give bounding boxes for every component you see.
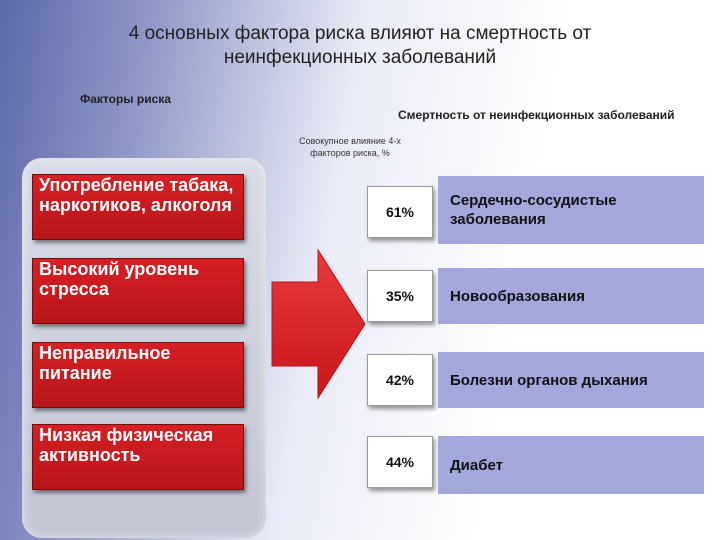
slide-title: 4 основных фактора риска влияют на смерт… (128, 23, 592, 68)
percent-cardiovascular: 61% (367, 186, 433, 238)
outcome-cardiovascular: Сердечно-сосудистые заболевания (438, 176, 704, 244)
percent-diabetes: 44% (367, 436, 433, 488)
outcome-respiratory: Болезни органов дыхания (438, 352, 704, 408)
percent-neoplasms: 35% (367, 270, 433, 322)
mortality-heading: Смертность от неинфекционных заболеваний (398, 108, 675, 122)
outcome-diabetes: Диабет (438, 436, 704, 494)
risk-factor-stress: Высокий уровень стресса (32, 258, 244, 324)
combined-effect-label: Совокупное влияние 4-х факторов риска, % (299, 136, 401, 158)
arrow-right-icon (271, 248, 366, 400)
outcome-neoplasms: Новообразования (438, 268, 704, 324)
percent-respiratory: 42% (367, 354, 433, 406)
risk-factors-heading: Факторы риска (80, 92, 171, 106)
risk-factor-tobacco: Употребление табака, наркотиков, алкогол… (32, 174, 244, 240)
risk-factor-diet: Неправильное питание (32, 342, 244, 408)
risk-factor-inactivity: Низкая физическая активность (32, 424, 244, 490)
